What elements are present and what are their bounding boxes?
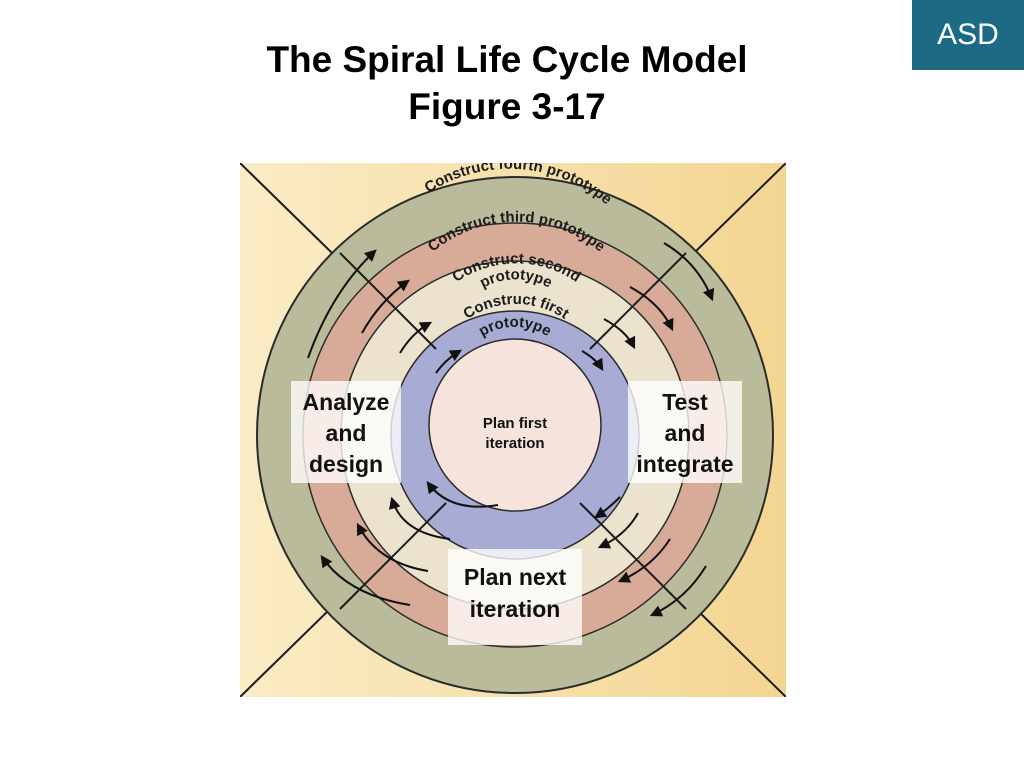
center-circle	[428, 338, 602, 512]
plan-next-label-line-2: iteration	[470, 596, 561, 622]
plan-next-iteration-box	[448, 549, 582, 645]
test-integrate-box	[628, 381, 742, 483]
analyze-label-line-1: Analyze	[303, 389, 390, 415]
test-label-line-3: integrate	[636, 451, 733, 477]
center-label-line-1: Plan first	[483, 415, 547, 432]
title-line-2: Figure 3-17	[408, 86, 606, 127]
center-label-line-2: iteration	[485, 435, 544, 452]
diagonal-overlay-1	[339, 252, 437, 350]
test-label-line-2: and	[665, 420, 706, 446]
diagonal-overlay-2	[589, 252, 687, 350]
slide-title: The Spiral Life Cycle Model Figure 3-17	[0, 36, 1014, 130]
plan-next-label-line-1: Plan next	[464, 564, 567, 590]
analyze-design-box	[291, 381, 401, 483]
spiral-lifecycle-diagram: Construct fourth prototype Construct thi…	[240, 163, 786, 697]
diagonal-overlay-3	[339, 502, 447, 610]
title-line-1: The Spiral Life Cycle Model	[266, 39, 748, 80]
asd-badge: ASD	[912, 0, 1024, 70]
flow-arrows	[307, 242, 715, 617]
test-label-line-1: Test	[662, 389, 708, 415]
analyze-label-line-2: and	[326, 420, 367, 446]
diagonal-overlay-4	[579, 502, 687, 610]
analyze-label-line-3: design	[309, 451, 383, 477]
